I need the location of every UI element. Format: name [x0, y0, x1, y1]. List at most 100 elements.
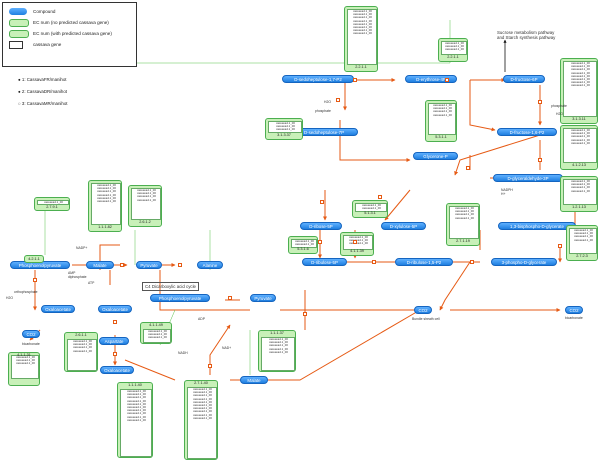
compound-erythrose-4p[interactable]: D-erythrose-4P: [405, 75, 457, 83]
compound-phosphoglycerate[interactable]: 3-phospho-D-glycerate: [491, 258, 557, 266]
note-phosphate-a: phosphate: [315, 109, 331, 113]
marker-1: ● 1: CassavaFR/manihot: [18, 77, 67, 82]
note-atp: ATP: [88, 281, 95, 285]
compound-ribulose-15p2[interactable]: D-ribulose-1,5-P2: [395, 258, 453, 266]
ec-empty-swatch-icon: [9, 19, 29, 27]
reaction-node: [228, 296, 232, 300]
reaction-node: [538, 158, 542, 162]
reaction-node: [378, 195, 382, 199]
compound-sedoheptulose-bp[interactable]: D-sedoheptulose-1,7-P2: [282, 75, 354, 83]
note-nad: NAD+: [222, 346, 232, 350]
marker-3: ○ 3: CassavaMR/manihot: [18, 101, 68, 106]
reaction-node: [336, 98, 340, 102]
note-nadh: NADH: [178, 351, 188, 355]
compound-ribose-5p[interactable]: D-ribose-5P: [300, 222, 342, 230]
reaction-node: [558, 244, 562, 248]
note-sucrose-pathway: Sucrose metabolism pathway and Starch sy…: [497, 30, 556, 40]
compound-xylulose-5p[interactable]: D-xylulose-5P: [381, 222, 426, 230]
reaction-node: [466, 166, 470, 170]
note-amp-diphosphate: AMP diphosphate: [68, 271, 87, 279]
ec-box-4-2-1-1[interactable]: 4.2.1.1: [24, 255, 44, 263]
compound-malate-bundle[interactable]: Malate: [240, 376, 268, 384]
reaction-node: [353, 240, 357, 244]
compound-fructose-6p[interactable]: D-fructose-6P: [503, 75, 545, 83]
gene-list: cassava4.1_00: [37, 200, 69, 205]
compound-alanine[interactable]: Alanine: [197, 261, 223, 269]
note-bicarbonate-2: bicarbonate: [565, 316, 583, 320]
reaction-node: [538, 100, 542, 104]
reaction-node: [320, 200, 324, 204]
reaction-node: [318, 240, 322, 244]
note-bundle-sheath: Bundle sheath cell: [412, 317, 440, 321]
compound-bisphosphoglycerate[interactable]: 1,3-bisphospho-D-glycerate: [498, 222, 576, 230]
compound-pyruvate-mesophyll[interactable]: Pyruvate: [136, 261, 162, 269]
reaction-node: [470, 260, 474, 264]
compound-glyceraldehyde-3p[interactable]: D-glyceraldehyde-3P: [493, 174, 563, 182]
compound-oxaloacetate-2[interactable]: Oxaloacetate: [98, 305, 132, 313]
compound-fructose-16p2[interactable]: D-fructose-1,6-P2: [497, 128, 557, 136]
reaction-node: [372, 260, 376, 264]
reaction-node: [303, 312, 307, 316]
compound-aspartate[interactable]: Aspartate: [99, 337, 129, 345]
compound-co2-bundle[interactable]: CO2: [414, 306, 432, 314]
compound-co2-right[interactable]: CO2: [565, 306, 583, 314]
note-h2o-b: H2O: [556, 112, 563, 116]
reaction-node: [353, 78, 357, 82]
note-bicarbonate: bicarbonate: [22, 342, 40, 346]
compound-pep-bundle[interactable]: Phosphoenolpyruvate: [150, 294, 210, 302]
compound-glycerone-p[interactable]: Glycerone-P: [413, 152, 458, 160]
compound-malate-mesophyll[interactable]: Malate: [86, 261, 114, 269]
compound-oxaloacetate-1[interactable]: Oxaloacetate: [41, 305, 75, 313]
compound-co2-mesophyll[interactable]: CO2: [22, 330, 40, 338]
note-h2o-c: H2O: [6, 296, 13, 300]
reaction-node: [113, 352, 117, 356]
compound-oxaloacetate-3[interactable]: Oxaloacetate: [100, 366, 134, 374]
compound-ribulose-5p[interactable]: D-ribulose-5P: [302, 258, 347, 266]
legend-box: Compound EC num (no predicted cassava ge…: [2, 2, 137, 67]
note-c4-cycle: C4 Dicarboxylic acid cycle: [142, 282, 199, 291]
compound-swatch-icon: [9, 8, 27, 15]
reaction-node: [33, 278, 37, 282]
ec-box-2-7-9-1[interactable]: cassava4.1_00 2.7.9.1: [34, 197, 70, 211]
note-nadp: NADP+: [76, 246, 88, 250]
compound-pyruvate-bundle[interactable]: Pyruvate: [250, 294, 276, 302]
